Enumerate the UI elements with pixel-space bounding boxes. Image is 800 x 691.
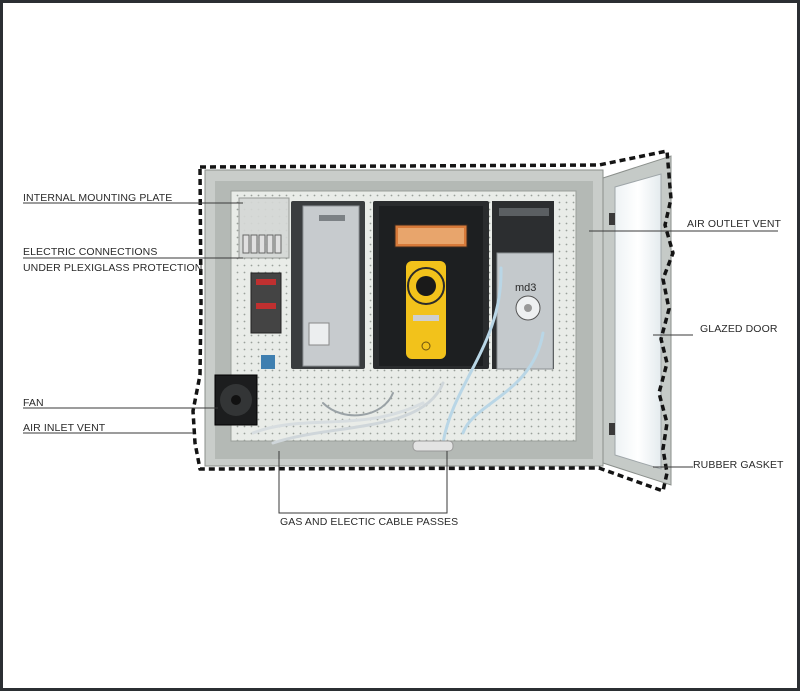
leader-lines [23, 202, 778, 514]
label-gas-cable-passes: GAS AND ELECTIC CABLE PASSES [280, 516, 459, 528]
fan-unit [214, 374, 258, 426]
cables [251, 266, 545, 445]
label-glazed-door: GLAZED DOOR [700, 323, 778, 335]
label-electric-connections-line1: ELECTRIC CONNECTIONS [23, 246, 158, 258]
diagram-frame: md3 [3, 3, 797, 688]
rubber-gasket-outline [191, 149, 675, 493]
cable-pass-gland [412, 440, 454, 452]
label-rubber-gasket: RUBBER GASKET [693, 459, 784, 471]
label-internal-mounting-plate: INTERNAL MOUNTING PLATE [23, 192, 173, 204]
label-electric-connections-line2: UNDER PLEXIGLASS PROTECTION [23, 262, 203, 274]
pump-unit: md3 [492, 201, 554, 370]
controller-unit [291, 201, 365, 369]
gas-detector-unit [373, 201, 489, 369]
cabinet-illustration: md3 [23, 149, 778, 514]
label-air-inlet-vent: AIR INLET VENT [23, 422, 106, 434]
glazed-door [602, 155, 672, 486]
electric-connections [238, 197, 290, 369]
label-fan: FAN [23, 397, 44, 409]
pump-brand-label: md3 [515, 282, 536, 294]
label-air-outlet-vent: AIR OUTLET VENT [687, 218, 782, 230]
